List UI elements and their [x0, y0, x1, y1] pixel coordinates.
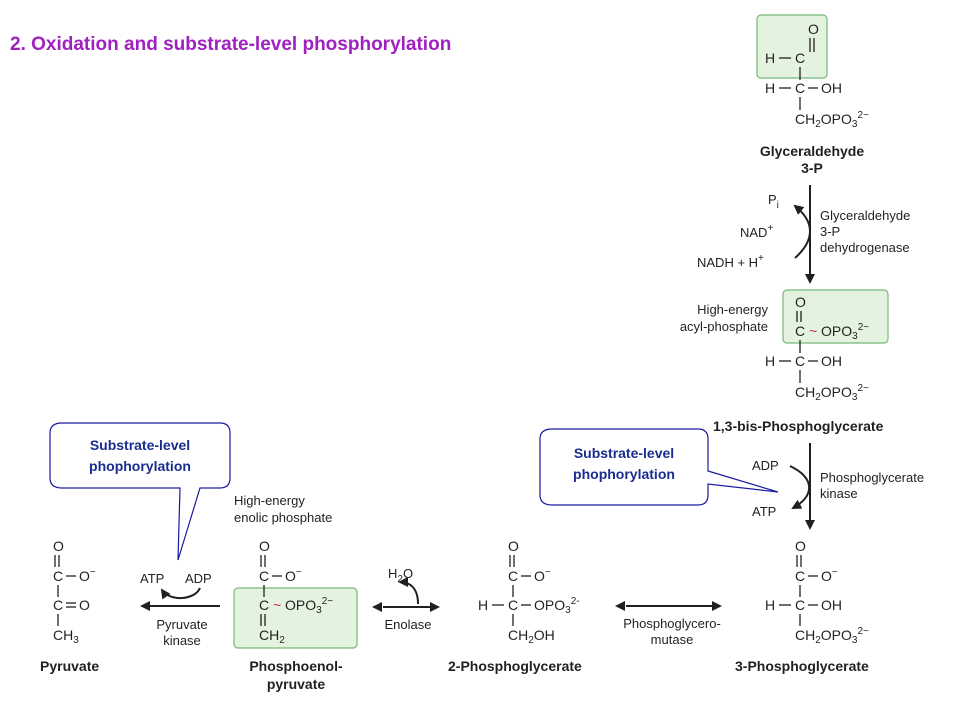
- bisphosphoglycerate-label: 1,3-bis-Phosphoglycerate: [713, 418, 884, 434]
- bisphosphoglycerate-structure: O C ~ OPO32− H C OH CH2OPO32−: [765, 289, 889, 403]
- svg-text:~: ~: [273, 597, 281, 613]
- svg-text:C: C: [53, 597, 63, 613]
- callout-right-line1: Substrate-level: [574, 445, 674, 461]
- svg-text:O−: O−: [534, 567, 551, 584]
- gapdh-enzyme-label-line2: 3-P: [820, 224, 840, 239]
- svg-text:~: ~: [809, 323, 817, 339]
- svg-text:O−: O−: [285, 567, 302, 584]
- pgk-cofactor-curve: [789, 465, 811, 509]
- svg-text:OH: OH: [821, 80, 842, 96]
- svg-text:H: H: [765, 597, 775, 613]
- svg-text:C: C: [795, 597, 805, 613]
- pyruvate-label: Pyruvate: [40, 658, 99, 674]
- enolic-phosphate-note-line2: enolic phosphate: [234, 510, 332, 525]
- phosphoenolpyruvate-label-line2: pyruvate: [267, 676, 326, 692]
- svg-text:C: C: [508, 597, 518, 613]
- pk-cofactor-curve: [160, 587, 201, 600]
- svg-text:OPO32−: OPO32−: [821, 322, 869, 342]
- svg-text:C: C: [795, 80, 805, 96]
- pyruvate-structure: O C O− C O CH3: [53, 538, 96, 646]
- svg-text:C: C: [795, 323, 805, 339]
- svg-text:C: C: [795, 50, 805, 66]
- svg-text:O: O: [808, 21, 819, 37]
- svg-text:OPO32−: OPO32−: [285, 596, 333, 616]
- pk-enzyme-label-line2: kinase: [163, 633, 201, 648]
- 2-phosphoglycerate-label: 2-Phosphoglycerate: [448, 658, 582, 674]
- svg-text:OH: OH: [821, 597, 842, 613]
- phosphoenolpyruvate-structure: O C O− C ~ OPO32− CH2: [233, 538, 358, 649]
- pgm-enzyme-label: Phosphoglycero-: [623, 616, 721, 631]
- svg-text:OH: OH: [821, 353, 842, 369]
- pgm-enzyme-label-line2: mutase: [651, 632, 694, 647]
- svg-text:O: O: [259, 538, 270, 554]
- svg-text:C: C: [53, 568, 63, 584]
- svg-text:O−: O−: [821, 567, 838, 584]
- gapdh-enzyme-label-line3: dehydrogenase: [820, 240, 910, 255]
- svg-text:O: O: [508, 538, 519, 554]
- acyl-phosphate-note: High-energy: [697, 302, 768, 317]
- svg-text:O: O: [795, 294, 806, 310]
- svg-text:O: O: [53, 538, 64, 554]
- svg-text:O: O: [795, 538, 806, 554]
- svg-text:O−: O−: [79, 567, 96, 584]
- gapdh-cofactor-curve: [793, 204, 811, 259]
- pk-enzyme-label: Pyruvate: [156, 617, 207, 632]
- pgk-enzyme-label-line2: kinase: [820, 486, 858, 501]
- svg-text:H: H: [765, 353, 775, 369]
- pgk-atp-label: ATP: [752, 504, 776, 519]
- glyceraldehyde-3p-structure: O H C H C OH CH2OPO32−: [756, 14, 869, 130]
- enol-phosphate-highlight: [233, 587, 358, 649]
- callout-right-line2: phophorylation: [573, 466, 675, 482]
- svg-text:C: C: [259, 597, 269, 613]
- svg-text:CH3: CH3: [53, 627, 79, 646]
- pk-adp-label: ADP: [185, 571, 212, 586]
- water-label: H2O: [388, 566, 413, 585]
- glyceraldehyde-3p-label: Glyceraldehyde: [760, 143, 864, 159]
- 2-phosphoglycerate-structure: O C O− H C OPO32- CH2OH: [478, 538, 580, 646]
- svg-text:CH2: CH2: [259, 627, 285, 646]
- svg-text:OPO32-: OPO32-: [534, 596, 580, 616]
- pi-label: Pi: [768, 192, 779, 211]
- svg-text:C: C: [259, 568, 269, 584]
- nad-label: NAD+: [740, 223, 773, 240]
- svg-text:CH2OH: CH2OH: [508, 627, 555, 646]
- callout-left-line2: phophorylation: [89, 458, 191, 474]
- svg-text:H: H: [478, 597, 488, 613]
- svg-text:O: O: [79, 597, 90, 613]
- gapdh-enzyme-label: Glyceraldehyde: [820, 208, 910, 223]
- pgk-adp-label: ADP: [752, 458, 779, 473]
- pgm-arrow-left-head: [615, 601, 625, 611]
- svg-text:H: H: [765, 80, 775, 96]
- acyl-phosphate-highlight: [782, 289, 889, 344]
- callout-right: Substrate-level phophorylation: [539, 428, 779, 506]
- glyceraldehyde-3p-label-line2: 3-P: [801, 160, 823, 176]
- enolase-enzyme-label: Enolase: [385, 617, 432, 632]
- page-title: 2. Oxidation and substrate-level phospho…: [10, 34, 452, 55]
- enolic-phosphate-note: High-energy: [234, 493, 305, 508]
- nadh-label: NADH + H+: [697, 253, 764, 270]
- svg-text:C: C: [795, 568, 805, 584]
- svg-text:H: H: [765, 50, 775, 66]
- svg-text:C: C: [795, 353, 805, 369]
- callout-left: Substrate-level phophorylation: [49, 422, 231, 561]
- 3-phosphoglycerate-label: 3-Phosphoglycerate: [735, 658, 869, 674]
- svg-text:CH2OPO32−: CH2OPO32−: [795, 383, 869, 403]
- pk-atp-label: ATP: [140, 571, 164, 586]
- svg-text:C: C: [508, 568, 518, 584]
- pgk-enzyme-label: Phosphoglycerate: [820, 470, 924, 485]
- enolase-arrow-left-head: [372, 602, 382, 612]
- svg-text:CH2OPO32−: CH2OPO32−: [795, 110, 869, 130]
- 3-phosphoglycerate-structure: O C O− H C OH CH2OPO32−: [765, 538, 869, 646]
- enolase-water-curve: [398, 577, 419, 605]
- svg-text:CH2OPO32−: CH2OPO32−: [795, 626, 869, 646]
- aldehyde-highlight: [756, 14, 828, 79]
- phosphoenolpyruvate-label: Phosphoenol-: [249, 658, 343, 674]
- callout-left-line1: Substrate-level: [90, 437, 190, 453]
- acyl-phosphate-note-line2: acyl-phosphate: [680, 319, 768, 334]
